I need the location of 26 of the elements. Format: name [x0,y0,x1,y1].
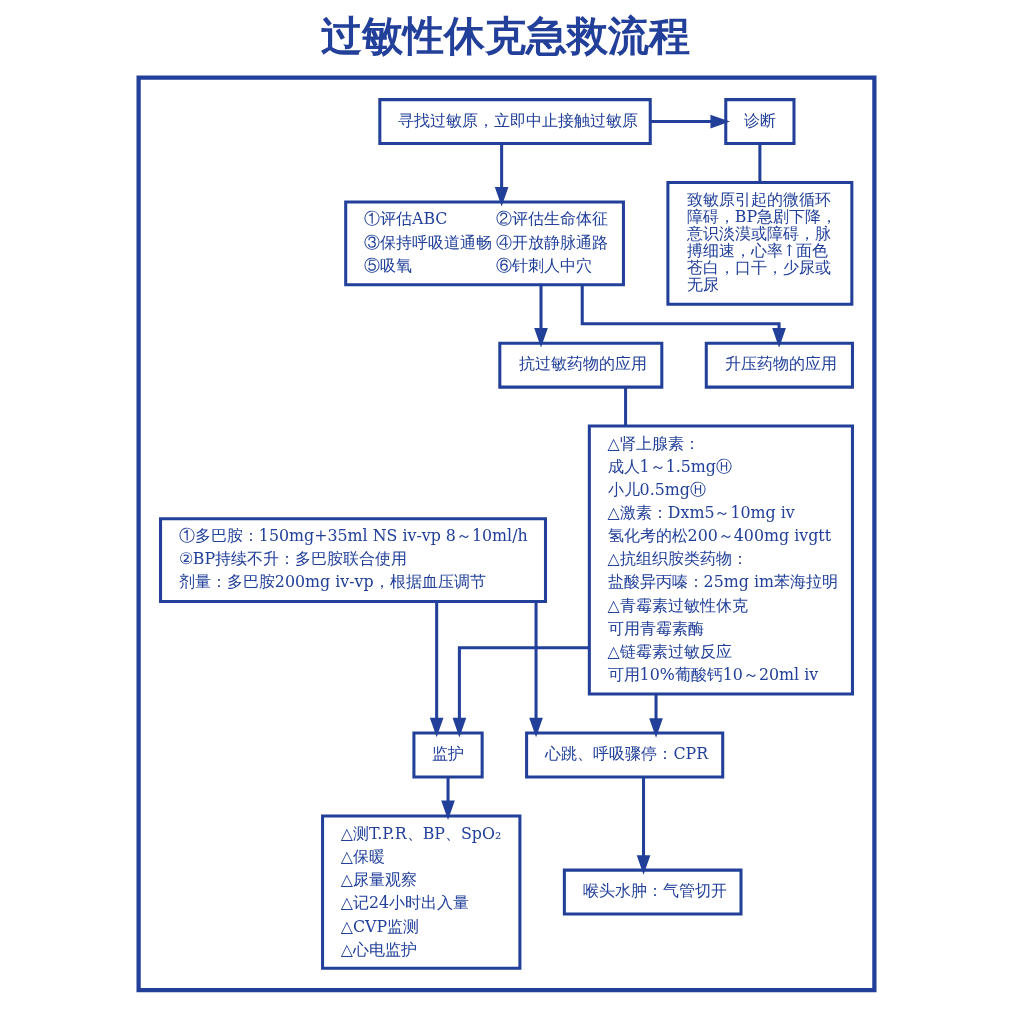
arrow [429,601,444,738]
node-box: 监护 [412,731,484,779]
arrow [636,777,651,875]
arrow [494,143,509,207]
node-box: ①多巴胺：150mg+35ml NS iv-vp 8～10ml/h ②BP持续不升：多巴胺联合使用 剂量：多巴胺200mg iv-vp，根据血压调节 [159,517,547,604]
node-box: 诊断 [724,98,796,145]
node-box: 心跳、呼吸骤停：CPR [525,731,725,779]
node-box: 抗过敏药物的应用 [498,341,664,389]
arrow [580,285,786,348]
arrow [650,114,730,129]
node-box: 寻找过敏原，立即中止接触过敏原 [378,98,652,145]
arrow [452,646,589,738]
node-box: 升压药物的应用 [704,341,854,389]
connector [758,143,762,183]
node-box: △肾上腺素： 成人1～1.5mgⒽ 小儿0.5mgⒽ △激素：Dxm5～10mg iv 氢化考的松200～400mg ivgtt △抗组织胺类药物： 盐酸异丙嗪：25mg im苯海拉明 △青霉素过敏性休克 可用青霉素酶 △链霉素过敏反应 可用10%葡酸钙10～20ml iv [587,424,854,696]
cluster [136,75,877,993]
node-box: 喉头水肿：气管切开 [562,868,743,916]
diagram-title: 过敏性休克急救流程 [321,10,691,60]
node-box: ①评估ABC ②评估生命体征 ③保持呼吸道通畅 ④开放静脉通路 ⑤吸氧 ⑥针刺人中穴 [344,200,625,287]
connector [624,387,628,426]
arrow [529,601,543,738]
arrow [649,694,663,738]
arrow [534,284,548,348]
node-box: 致敏原引起的微循环障碍，BP急剧下降，意识淡漠或障碍，脉搏细速，心率↑面色苍白，口干，少尿或无尿 [666,180,854,306]
node-box: △测T.P.R、BP、SpO₂ △保暖 △尿量观察 △记24小时出入量 △CVP监测 △心电监护 [321,814,522,970]
arrow [441,777,455,821]
